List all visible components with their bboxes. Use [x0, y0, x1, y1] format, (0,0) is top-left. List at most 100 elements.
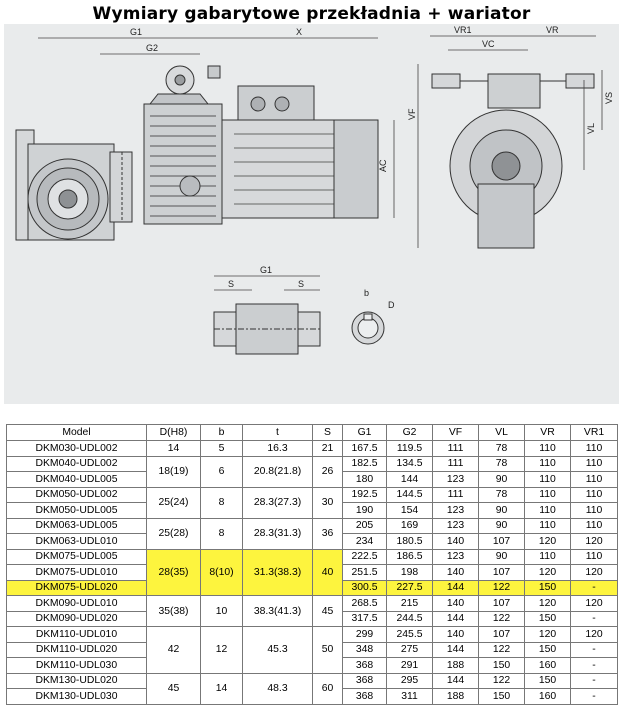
cell-d: 18(19) [146, 455, 201, 488]
col-header-model: Model [6, 424, 147, 441]
cell-d: 35(38) [146, 595, 201, 627]
cell-vf: 144 [432, 579, 479, 596]
cell-model: DKM040-UDL005 [6, 471, 147, 488]
cell-model: DKM050-UDL002 [6, 486, 147, 503]
cell-vf: 188 [432, 688, 479, 705]
cell-g1: 368 [342, 672, 387, 689]
cell-vf: 144 [432, 610, 479, 627]
cell-g1: 300.5 [342, 579, 387, 596]
col-header-g2: G2 [386, 424, 433, 441]
cell-b: 12 [200, 626, 243, 674]
cell-vr: 120 [524, 626, 571, 643]
cell-b: 6 [200, 455, 243, 488]
cell-model: DKM075-UDL005 [6, 548, 147, 565]
cell-g2: 215 [386, 595, 433, 612]
dim-g1: G1 [130, 27, 142, 37]
cell-vf: 144 [432, 641, 479, 658]
cell-g2: 144.5 [386, 486, 433, 503]
cell-g2: 244.5 [386, 610, 433, 627]
cell-vr1: 120 [570, 595, 618, 612]
cell-b: 8 [200, 517, 243, 550]
cell-vf: 140 [432, 626, 479, 643]
cell-g1: 190 [342, 502, 387, 519]
cell-vr: 150 [524, 579, 571, 596]
cell-vr1: - [570, 610, 618, 627]
cell-model: DKM130-UDL030 [6, 688, 147, 705]
cell-vf: 123 [432, 471, 479, 488]
cell-model: DKM110-UDL030 [6, 657, 147, 674]
cell-vl: 90 [478, 517, 525, 534]
cell-vr: 150 [524, 641, 571, 658]
cell-t: 38.3(41.3) [242, 595, 313, 627]
cell-vr: 110 [524, 471, 571, 488]
cell-vr1: - [570, 641, 618, 658]
cell-d: 42 [146, 626, 201, 674]
cell-vr: 120 [524, 595, 571, 612]
cell-vl: 150 [478, 657, 525, 674]
cell-vf: 140 [432, 564, 479, 581]
cell-s: 26 [312, 455, 343, 488]
cell-g2: 186.5 [386, 548, 433, 565]
cell-vl: 122 [478, 641, 525, 658]
cell-g1: 251.5 [342, 564, 387, 581]
cell-vr1: 110 [570, 486, 618, 503]
cell-t: 28.3(27.3) [242, 486, 313, 519]
cell-g1: 167.5 [342, 440, 387, 457]
cell-t: 20.8(21.8) [242, 455, 313, 488]
motor-side-view [221, 85, 379, 219]
cell-vr: 150 [524, 610, 571, 627]
cell-vl: 122 [478, 579, 525, 596]
cell-vr1: - [570, 688, 618, 705]
cell-g1: 182.5 [342, 455, 387, 472]
cell-t: 31.3(38.3) [242, 548, 313, 596]
cell-g1: 299 [342, 626, 387, 643]
cell-g2: 169 [386, 517, 433, 534]
cell-vr1: 120 [570, 626, 618, 643]
dim-s-left: S [228, 279, 234, 289]
cell-g2: 295 [386, 672, 433, 689]
dim-vr1: VR1 [454, 25, 472, 35]
dim-vf: VF [407, 108, 417, 120]
cell-vl: 90 [478, 548, 525, 565]
cell-s: 60 [312, 672, 343, 705]
cell-vl: 150 [478, 688, 525, 705]
dim-vs: VS [604, 92, 614, 104]
cell-vr: 110 [524, 440, 571, 457]
cell-d: 25(24) [146, 486, 201, 519]
dim-x: X [296, 27, 302, 37]
cell-vf: 123 [432, 517, 479, 534]
cell-model: DKM063-UDL005 [6, 517, 147, 534]
table-header-row: Model D(H8) b t S G1 G2 VF VL VR VR1 [6, 424, 618, 441]
cell-model: DKM030-UDL002 [6, 440, 147, 457]
cell-vl: 78 [478, 455, 525, 472]
cell-s: 30 [312, 486, 343, 519]
cell-vl: 78 [478, 486, 525, 503]
dim-vl: VL [586, 123, 596, 134]
cell-t: 16.3 [242, 440, 313, 457]
cell-g2: 180.5 [386, 533, 433, 550]
cell-s: 45 [312, 595, 343, 627]
cell-vl: 107 [478, 626, 525, 643]
cell-d: 25(28) [146, 517, 201, 550]
cell-d: 28(35) [146, 548, 201, 596]
cell-g2: 154 [386, 502, 433, 519]
shaft-detail [213, 303, 385, 355]
cell-g2: 119.5 [386, 440, 433, 457]
cell-vf: 123 [432, 502, 479, 519]
cell-t: 48.3 [242, 672, 313, 705]
cell-g2: 245.5 [386, 626, 433, 643]
cell-vr: 110 [524, 486, 571, 503]
dimensions-table: Model D(H8) b t S G1 G2 VF VL VR VR1 DKM… [6, 424, 618, 705]
cell-vr1: 120 [570, 564, 618, 581]
col-header-d: D(H8) [146, 424, 201, 441]
cell-g1: 348 [342, 641, 387, 658]
cell-b: 14 [200, 672, 243, 705]
cell-vl: 122 [478, 672, 525, 689]
cell-vr: 160 [524, 688, 571, 705]
